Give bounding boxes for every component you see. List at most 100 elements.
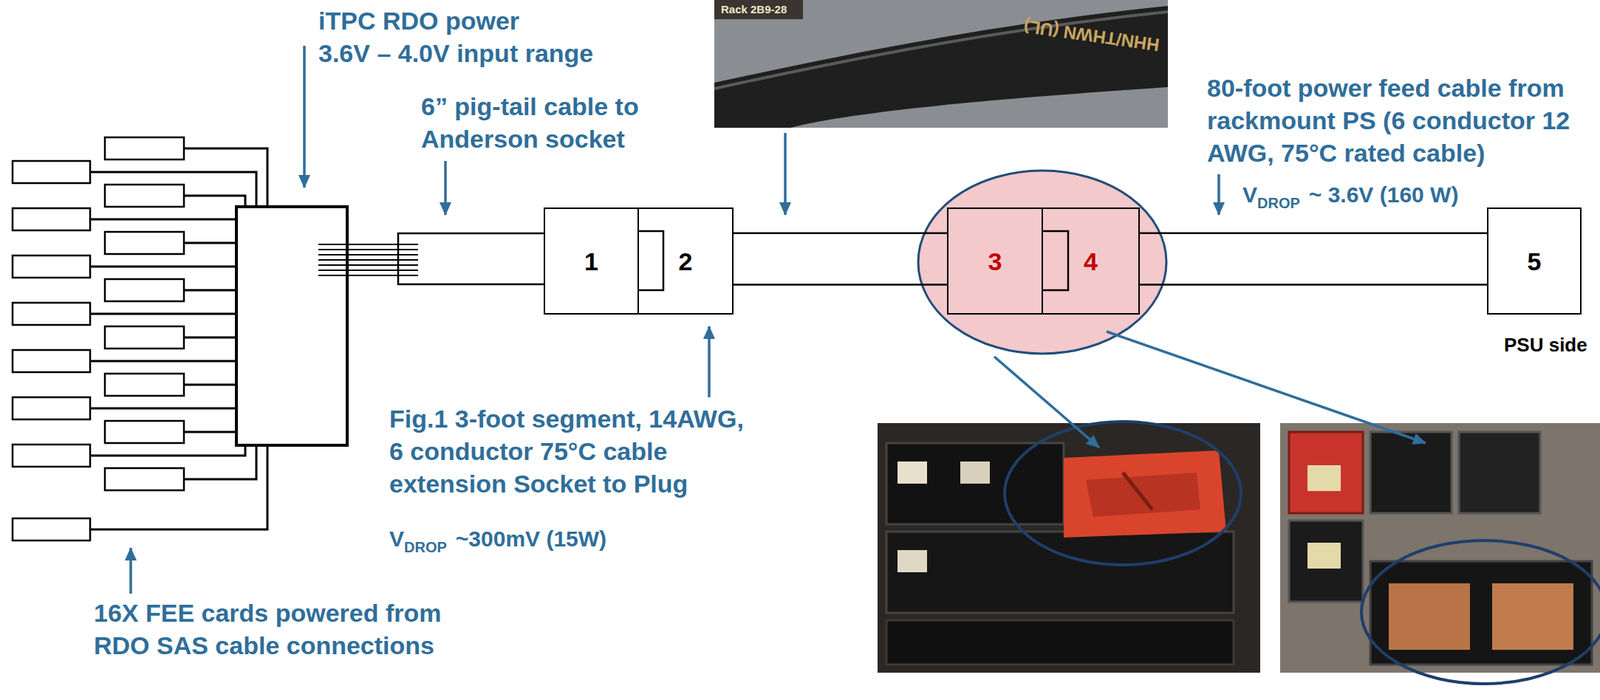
callout-number: 3 (988, 246, 1003, 277)
callout-number: 5 (1527, 246, 1542, 277)
power-cable (733, 233, 947, 286)
connector-photo (1458, 432, 1541, 514)
fee-card (104, 421, 184, 444)
subscript: DROP (404, 539, 447, 556)
fee-wire (183, 242, 237, 245)
fee-wire (90, 265, 237, 269)
cable-photo (714, 0, 1168, 128)
annotation-label: 3.6V – 4.0V input range (318, 36, 594, 70)
callout-number: 4 (1083, 246, 1098, 277)
pigtail-cable (398, 233, 544, 285)
annotation-label: 16X FEE cards powered from RDO SAS cable… (93, 596, 464, 662)
fee-wire (90, 172, 257, 207)
fee-card (104, 468, 184, 491)
voltage-text: V (1242, 182, 1258, 207)
leader-arrow (783, 132, 787, 215)
fee-card (12, 137, 184, 541)
connector-photo (877, 423, 1261, 673)
cable-photo (714, 5, 1168, 128)
connector-photo (1063, 450, 1227, 538)
fee-wire (90, 445, 268, 530)
fee-wire (183, 431, 237, 434)
connector-photo (1492, 583, 1574, 651)
fee-card (12, 302, 91, 326)
fee-card (12, 161, 91, 184)
power-cable (1139, 233, 1487, 286)
fee-wire (183, 195, 246, 207)
connector-box: 4 (1041, 207, 1140, 315)
fee-card (12, 208, 91, 231)
connector-box: 2 (637, 207, 734, 315)
connector-box: 1 (543, 207, 639, 315)
connector-photo (886, 531, 1234, 614)
pigtail-cable (318, 244, 419, 276)
connector-photo (1307, 542, 1341, 569)
voltage-drop-label: VDROP ~ 3.6V (160 W) (1242, 178, 1459, 213)
connector-photo (1289, 432, 1363, 514)
connector-photo (877, 421, 1261, 673)
connector-photo (1361, 540, 1600, 685)
fee-wire (90, 313, 237, 316)
annotation-label: 80-foot power feed cable from rackmount … (1207, 71, 1592, 170)
fee-card (104, 326, 184, 349)
connector-photo (1388, 583, 1470, 651)
fee-card (104, 231, 184, 255)
fee-card (104, 137, 184, 160)
fee-wire (183, 384, 237, 387)
voltage-text: ~300mV (15W) (455, 526, 607, 552)
leader-arrow (1106, 331, 1426, 444)
connector-photo (886, 443, 1064, 525)
voltage-text: V (389, 526, 405, 552)
cable-photo (714, 0, 803, 20)
fee-wire (183, 289, 237, 292)
rdo-board (236, 206, 348, 446)
connector-photo (1280, 423, 1600, 673)
connector-box: 5 (1486, 207, 1582, 315)
cable-photo (714, 0, 1168, 128)
annotation-label: 6” pig-tail cable to Anderson socket (421, 90, 673, 156)
leader-arrow (1217, 174, 1221, 215)
fee-wire (90, 445, 246, 456)
leader-arrow (129, 548, 133, 594)
annotation-label: iTPC RDO power (318, 4, 520, 37)
pigtail-cable (318, 233, 544, 285)
connector-photo (1280, 423, 1600, 685)
leader-arrow (707, 326, 711, 398)
leader-arrow (443, 161, 447, 215)
connector-photo (897, 461, 928, 484)
cable-photo (714, 11, 1168, 89)
highlight-ellipse (918, 170, 1167, 354)
connector-box: 3 (946, 207, 1044, 315)
subscript: DROP (1257, 195, 1301, 212)
fee-wire (90, 407, 237, 410)
connector-photo (886, 620, 1234, 665)
fee-card (104, 373, 184, 396)
voltage-drop-label: VDROP ~300mV (15W) (389, 522, 607, 557)
fee-card (12, 350, 91, 373)
fee-card (104, 184, 184, 207)
fee-card (12, 444, 91, 467)
connector-photo (1307, 465, 1341, 492)
plug-tongue (1041, 231, 1069, 291)
annotation-label: Fig.1 3-foot segment, 14AWG, 6 conductor… (389, 402, 759, 501)
fee-card (104, 279, 184, 302)
connector-photo (1085, 472, 1201, 518)
fee-wire (183, 336, 237, 340)
leader-arrow (302, 45, 306, 188)
fee-wire (90, 218, 237, 221)
connector-photo (897, 550, 928, 573)
leader-arrow (994, 356, 1100, 448)
callout-number: 2 (678, 246, 693, 277)
fee-card (12, 518, 91, 541)
voltage-text: ~ 3.6V (160 W) (1308, 182, 1459, 207)
callout-number: 1 (584, 246, 599, 277)
fee-card (12, 255, 91, 278)
fee-wire (183, 148, 268, 207)
plug-tongue (637, 231, 1069, 291)
connector-photo (1004, 421, 1241, 566)
photo-text: Rack 2B9-28 (720, 2, 787, 17)
annotation-label: PSU side (1503, 333, 1588, 357)
